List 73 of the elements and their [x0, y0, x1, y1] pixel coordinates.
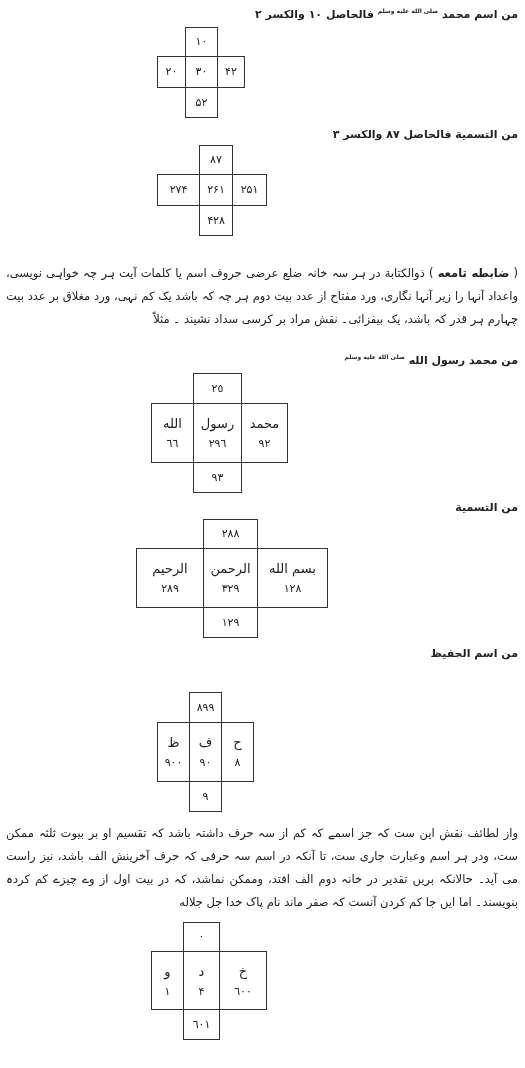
- number-label: ٢٨٩: [161, 582, 179, 596]
- number-label: ٨٩٩: [196, 700, 215, 715]
- word-label: رسول: [200, 415, 235, 432]
- word-label: ح: [233, 734, 242, 751]
- number-label: ١٢٨: [283, 582, 302, 596]
- grid-square: [203, 519, 258, 549]
- grid-square: [199, 205, 233, 236]
- number-label: ۲۶۱: [207, 183, 225, 197]
- number-label: ۲۵۱: [240, 183, 259, 197]
- number-label: ٢٥: [211, 381, 224, 396]
- word-label: الرحمن: [210, 560, 251, 577]
- grid-square: [157, 174, 200, 206]
- number-label: ٩٠٠: [164, 756, 183, 770]
- paragraph: ( ضابطه تامعه ) ذوالکتابة در ہر سہ خانہ ضلع عرضی حروف اسم یا کلمات آیت ہر چہ خواہی نویسی، واعداد آنہا را زیر آنہا نگاری، ورد مفتاح از عدد بیت دوم ہر چہ کہ باشد یک کم نہی، ورد مغلاق بر عدد بیت چہارم ہر قدر کہ باشد، یک بیفزائی۔ نقش مراد بر کرسی سداد نشیند ۔ مثلاً: [6, 265, 518, 329]
- section-heading: من اسم الحفیظ: [429, 646, 518, 662]
- number-label: ۲۰: [165, 65, 178, 79]
- number-label: ٦٠٠: [234, 984, 252, 999]
- word-label: الرحيم: [152, 560, 188, 577]
- number-label: ٩٢: [258, 437, 271, 451]
- grid-square: [232, 174, 267, 206]
- grid-square: [151, 403, 194, 463]
- grid-square: [217, 56, 245, 88]
- number-label: ۱۰: [195, 35, 208, 49]
- number-label: ٩٣: [211, 470, 224, 485]
- grid-square: [151, 951, 184, 1010]
- word-label: بسم الله: [269, 560, 316, 577]
- word-label: محمد: [249, 415, 280, 432]
- grid-square: [183, 1009, 220, 1040]
- number-label: ٦٦: [166, 437, 179, 451]
- number-label: ۵۲: [195, 95, 208, 110]
- grid-square: [219, 951, 267, 1010]
- grid-square: [199, 145, 233, 175]
- number-label: ٣٢٩: [221, 582, 240, 596]
- paragraph: واز لطائف نقش این ست کہ جز اسمے کہ کم از سہ حرف داشتہ باشد کہ تقسیم او بر بیوت ثلثہ ممکن ست، ودر ہر اسم وعبارت جاری ست، تا آنکہ در اسم سہ حرفی کہ حرف آخرینش الف باشد، نیز راست می آید۔ حالانکہ بریں تقدیر در خانہ دوم الف افتد، وممکن نماشد، کہ در بیت اول از وے چیزے کم کردہ بنویسند۔ اما ایں جا کم کردن آنست کہ صفر ماند نام پاک خدا جل جلاله: [6, 825, 518, 911]
- number-label: ۳۰: [195, 65, 208, 79]
- number-label: ٢٨٨: [221, 527, 240, 541]
- number-label: ۸۷: [210, 153, 222, 167]
- grid-square: [193, 462, 242, 493]
- word-label: الله: [163, 415, 182, 432]
- word-label: خ: [238, 962, 248, 980]
- number-label: ۴: [198, 984, 205, 999]
- grid-square: [189, 692, 222, 723]
- number-label: ٩: [202, 789, 209, 804]
- grid-square: [193, 373, 242, 404]
- number-label: ٢٩٦: [208, 437, 227, 451]
- number-label: ١: [164, 984, 171, 999]
- section-heading: من التسمیة: [454, 500, 518, 516]
- grid-square: [183, 922, 220, 952]
- number-label: ٨: [234, 756, 241, 770]
- word-label: ف: [198, 734, 213, 751]
- word-label: د: [198, 962, 205, 980]
- grid-square: [157, 722, 190, 782]
- word-label: ظ: [167, 734, 180, 751]
- grid-square: [185, 27, 218, 57]
- number-label: ٩٠: [199, 756, 212, 770]
- section-heading: من اسم محمد $^{صلی الله علیه وسلم}$ فالحاصل ۱۰ والکسر ۲: [254, 6, 518, 23]
- grid-square: [136, 548, 204, 608]
- number-label: ١٢٩: [221, 615, 240, 630]
- grid-square: [189, 781, 222, 812]
- number-label: ٠: [198, 930, 205, 944]
- section-heading: من محمد رسول الله $^{صلی الله علیه وسلم}$: [343, 352, 518, 369]
- grid-square: [185, 87, 218, 118]
- number-label: ٦٠١: [192, 1017, 211, 1032]
- grid-square: [221, 722, 254, 782]
- number-label: ۲۷۴: [169, 183, 188, 197]
- grid-square: [157, 56, 186, 88]
- word-label: و: [164, 962, 171, 980]
- section-heading: من التسمیة فالحاصل ۸۷ والکسر ۳: [331, 127, 518, 143]
- number-label: ۴۲: [225, 65, 237, 79]
- grid-square: [257, 548, 328, 608]
- number-label: ۴۲۸: [207, 213, 225, 228]
- grid-square: [241, 403, 288, 463]
- grid-square: [203, 607, 258, 638]
